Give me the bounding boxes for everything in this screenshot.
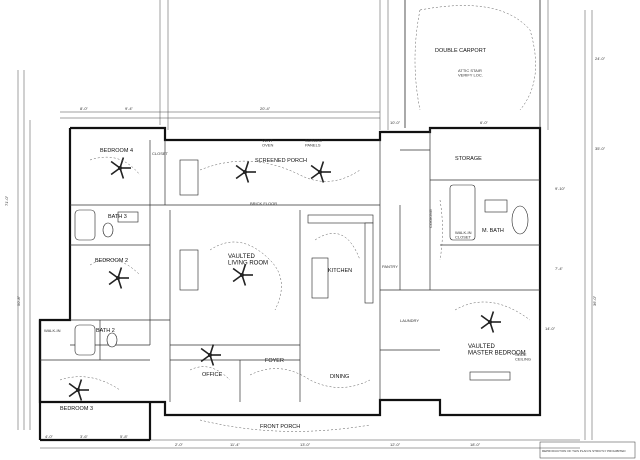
copyright-stamp: REPRODUCTION OF THIS PLAN IS STRICTLY PR…: [539, 441, 636, 459]
svg-text:9'-4": 9'-4": [125, 106, 134, 111]
label-dining: DINING: [330, 374, 349, 380]
svg-text:7'-4": 7'-4": [555, 266, 564, 271]
label-laundry: LAUNDRY: [400, 318, 419, 323]
label-screened-porch: SCREENED PORCH: [255, 158, 307, 164]
ceiling-fan-icon: [68, 379, 89, 401]
ceiling-fan-icon: [235, 161, 256, 183]
ceiling-fans: [68, 157, 501, 401]
svg-text:9'-10": 9'-10": [555, 186, 566, 191]
ceiling-fan-icon: [480, 311, 501, 333]
svg-text:24'-0": 24'-0": [595, 56, 606, 61]
svg-text:14'-0": 14'-0": [545, 326, 556, 331]
stamp-text: REPRODUCTION OF THIS PLAN IS STRICTLY PR…: [542, 449, 626, 453]
label-bath2: BATH 2: [96, 328, 115, 334]
svg-text:8'-0": 8'-0": [80, 106, 89, 111]
ceiling-fan-icon: [310, 161, 331, 183]
dimension-labels: 8'-0" 9'-4" 20'-4" 10'-0" 6'-0" 4'-0" 3'…: [4, 56, 606, 447]
ceiling-fan-icon: [110, 157, 131, 179]
label-closet: CLOSET: [152, 151, 169, 156]
svg-text:4'-0": 4'-0": [45, 434, 54, 439]
plumbing-fixtures: [74, 159, 529, 381]
ceiling-fan-icon: [232, 264, 253, 286]
label-storage: STORAGE: [455, 156, 482, 162]
electrical-wiring: [59, 156, 531, 432]
svg-text:6'-0": 6'-0": [480, 120, 489, 125]
svg-text:71'-0": 71'-0": [4, 195, 9, 206]
svg-text:5'-8": 5'-8": [120, 434, 129, 439]
carport-outline: [404, 0, 541, 128]
label-walkin: WALK-IN: [44, 328, 61, 333]
label-cooking: COOKING: [428, 209, 433, 228]
svg-text:36'-0": 36'-0": [592, 295, 597, 306]
label-front-porch: FRONT PORCH: [260, 424, 300, 430]
svg-text:20'-4": 20'-4": [260, 106, 271, 111]
svg-text:13'-0": 13'-0": [300, 442, 311, 447]
label-office: OFFICE: [202, 372, 222, 378]
svg-text:3'-6": 3'-6": [80, 434, 89, 439]
kitchen-counters: [307, 214, 374, 304]
label-brick-floor: BRICK FLOOR: [250, 201, 277, 206]
svg-text:10'-0": 10'-0": [390, 120, 401, 125]
label-bedroom2: BEDROOM 2: [95, 258, 128, 264]
svg-text:2'-0": 2'-0": [175, 442, 184, 447]
svg-text:11'-4": 11'-4": [230, 442, 240, 447]
label-bedroom3: BEDROOM 3: [60, 406, 93, 412]
ceiling-fan-icon: [200, 344, 221, 366]
svg-text:18'-0": 18'-0": [470, 442, 481, 447]
svg-text:50'-8": 50'-8": [16, 295, 21, 306]
label-bath3: BATH 3: [108, 214, 127, 220]
dimension-lines: [17, 0, 593, 449]
label-pantry: PANTRY: [382, 264, 398, 269]
label-bedroom4: BEDROOM 4: [100, 148, 133, 154]
svg-text:35'-0": 35'-0": [595, 146, 606, 151]
label-double-carport: DOUBLE CARPORT: [435, 48, 487, 54]
label-kitchen: KITCHEN: [328, 268, 352, 274]
label-foyer: FOYER: [265, 358, 284, 364]
interior-walls: [40, 128, 540, 402]
svg-text:12'-0": 12'-0": [390, 442, 401, 447]
ceiling-fan-icon: [108, 267, 129, 289]
exterior-walls: [38, 126, 542, 442]
label-m-bath: M. BATH: [482, 228, 504, 234]
